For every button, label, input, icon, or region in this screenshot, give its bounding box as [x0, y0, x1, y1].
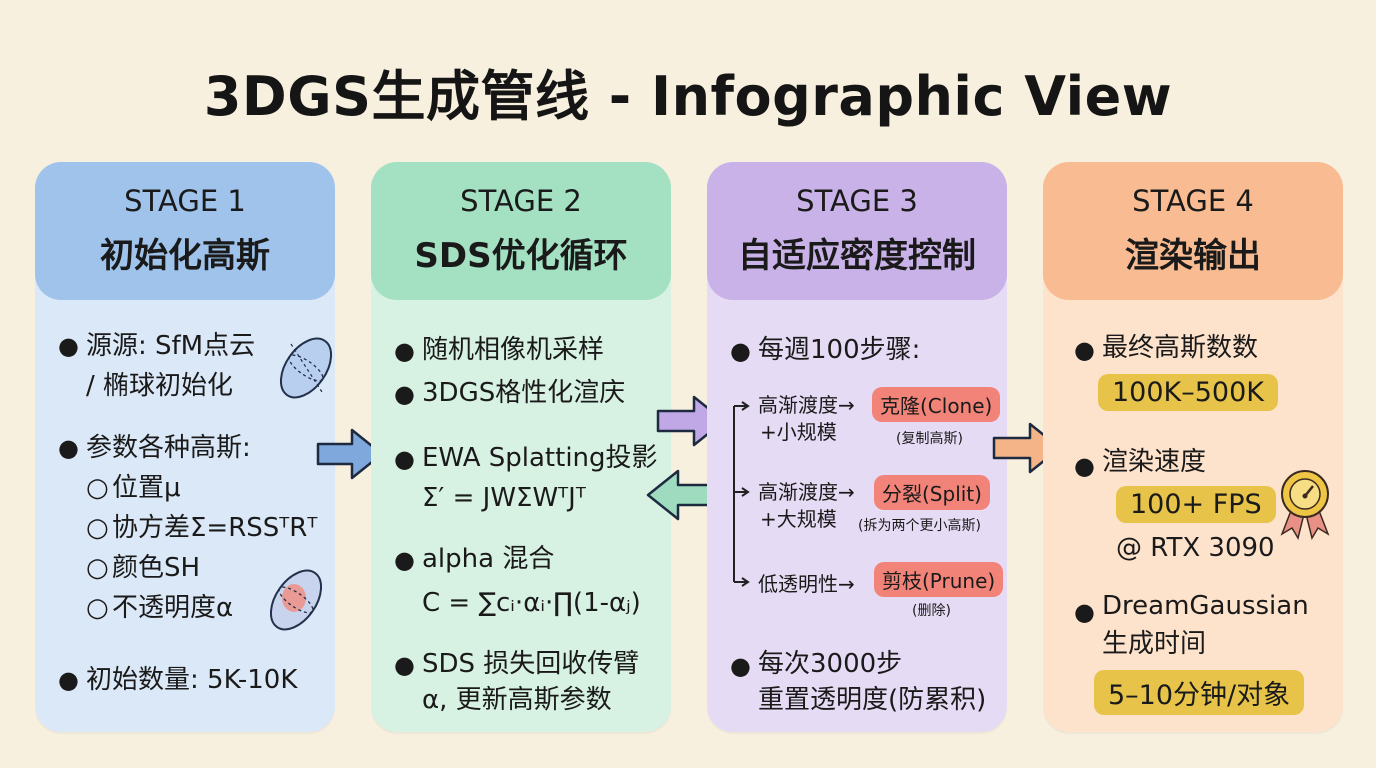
stage-3-condition: +大规模 [760, 507, 837, 531]
prune-note: (删除) [912, 603, 951, 619]
stage-3-condition: 高渐渡度→ [758, 480, 855, 504]
stage-4-header: STAGE 4 渲染输出 [1043, 162, 1343, 300]
stage-1-subitem: ○ [86, 553, 109, 583]
stage-1-item: 位置μ [112, 473, 181, 503]
bullet: ● [394, 380, 415, 408]
stage-3-condition: +小规模 [760, 420, 837, 444]
stage-1-header: STAGE 1 初始化高斯 [35, 162, 335, 300]
stage-2-header: STAGE 2 SDS优化循环 [371, 162, 671, 300]
stage-1-subitem: ○ [86, 473, 109, 503]
branch-connector [733, 401, 750, 587]
stage-2-formula: Σ′ = JWΣWᵀJᵀ [422, 483, 586, 513]
page-title: 3DGS生成管线 - Infographic View [203, 65, 1173, 128]
stage-4-item: 最终高斯数数 [1102, 333, 1259, 363]
stage-2-formula: C = ∑cᵢ·αᵢ·∏(1-αⱼ) [422, 588, 641, 618]
stage-1-item: 不透明度α [112, 593, 234, 623]
stage-1-item: 源源: SfM点云 [86, 331, 256, 361]
stage-2-card: STAGE 2 SDS优化循环 [371, 162, 671, 732]
bullet: ● [730, 337, 751, 365]
fps-badge: 100+ FPS [1116, 486, 1276, 523]
bullet: ● [58, 666, 79, 694]
bullet: ● [1074, 452, 1095, 480]
stage-4-name: 渲染输出 [1125, 236, 1261, 276]
stage-1-label: STAGE 1 [124, 184, 246, 218]
stage-1-subitem: ○ [86, 513, 109, 543]
stage-1-item: 参数各种高斯: [86, 433, 251, 463]
bullet: ● [58, 434, 79, 462]
stage-2-item: 3DGS格性化渲庆 [422, 378, 626, 408]
bullet: ● [394, 337, 415, 365]
stage-3-name: 自适应密度控制 [738, 236, 976, 276]
gaussian-count-badge: 100K–500K [1098, 374, 1278, 411]
stage-1-item: 颜色SH [112, 553, 201, 583]
stage-3-header: STAGE 3 自适应密度控制 [707, 162, 1007, 300]
bullet: ● [394, 445, 415, 473]
prune-pill: 剪枝(Prune) [874, 562, 1004, 597]
stage-3-condition: 高渐渡度→ [758, 393, 855, 417]
bullet: ● [394, 651, 415, 679]
stage-1-name: 初始化高斯 [100, 236, 270, 276]
stage-3-item: 每次3000步 [758, 649, 903, 679]
stage-1-item: / 椭球初始化 [86, 371, 234, 401]
stage-4-item: 生成时间 [1102, 629, 1207, 659]
stage-3-item: 重置透明度(防累积) [758, 685, 987, 715]
stage-4-card: STAGE 4 渲染输出 [1043, 162, 1343, 732]
stage-1-item: 初始数量: 5K-10K [86, 665, 298, 695]
bullet: ● [1074, 598, 1095, 626]
arrow-right-icon [316, 428, 384, 480]
stage-1-card: STAGE 1 初始化高斯 [35, 162, 335, 732]
bullet: ● [1074, 336, 1095, 364]
stage-3-label: STAGE 3 [796, 184, 918, 218]
clone-pill: 克隆(Clone) [872, 387, 1001, 422]
stage-2-item: alpha 混合 [422, 544, 555, 574]
stage-3-condition: 低透明性→ [758, 572, 855, 596]
stage-4-label: STAGE 4 [1132, 184, 1254, 218]
stage-2-item: EWA Splatting投影 [422, 443, 658, 473]
speed-badge-icon [1280, 470, 1330, 540]
stage-4-item: DreamGaussian [1102, 591, 1309, 621]
clone-note: (复制高斯) [896, 431, 963, 447]
stage-3-item: 每週100步骤: [758, 335, 921, 365]
stage-2-item: α, 更新高斯参数 [422, 685, 612, 715]
stage-4-item: @ RTX 3090 [1116, 533, 1275, 563]
stage-1-item: 协方差Σ=RSSᵀRᵀ [112, 513, 318, 543]
bullet: ● [394, 546, 415, 574]
stage-1-subitem: ○ [86, 593, 109, 623]
split-note: (拆为两个更小高斯) [858, 518, 981, 534]
gen-time-badge: 5–10分钟/对象 [1094, 670, 1305, 715]
stage-4-item: 渲染速度 [1102, 447, 1207, 477]
ellipsoid-icon [279, 337, 333, 399]
bullet: ● [730, 652, 751, 680]
stage-3-card: STAGE 3 自适应密度控制 [707, 162, 1007, 732]
stage-2-item: SDS 损失回收传臂 [422, 649, 640, 679]
ellipsoid-icon [269, 569, 323, 631]
stage-2-item: 随机相像机采样 [422, 335, 605, 365]
stage-2-label: STAGE 2 [460, 184, 582, 218]
stage-2-name: SDS优化循环 [414, 236, 628, 276]
split-pill: 分裂(Split) [874, 475, 990, 510]
bullet: ● [58, 332, 79, 360]
